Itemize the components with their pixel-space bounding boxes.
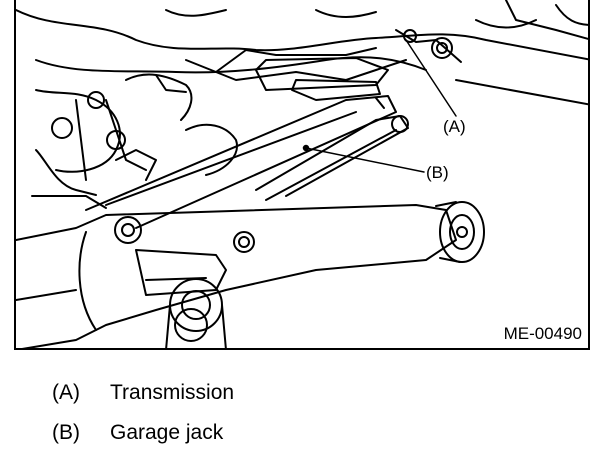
legend-key: (A) [52, 381, 80, 404]
legend-row: (B) Garage jack [52, 413, 234, 453]
legend-row: (A) Transmission [52, 373, 234, 413]
legend: (A) Transmission (B) Garage jack [52, 373, 234, 453]
jack-under-transmission-drawing [16, 0, 588, 348]
legend-key: (B) [52, 421, 80, 444]
transmission-assembly [16, 0, 588, 209]
legend-label: Garage jack [110, 421, 224, 444]
garage-jack [16, 95, 485, 348]
figure-id: ME-00490 [503, 324, 582, 343]
callout-a-label: (A) [443, 117, 466, 136]
callout-leaders [302, 39, 457, 173]
illustration-frame: (A) (B) ME-00490 [14, 0, 590, 350]
callout-b-label: (B) [426, 163, 449, 182]
legend-label: Transmission [110, 381, 235, 404]
